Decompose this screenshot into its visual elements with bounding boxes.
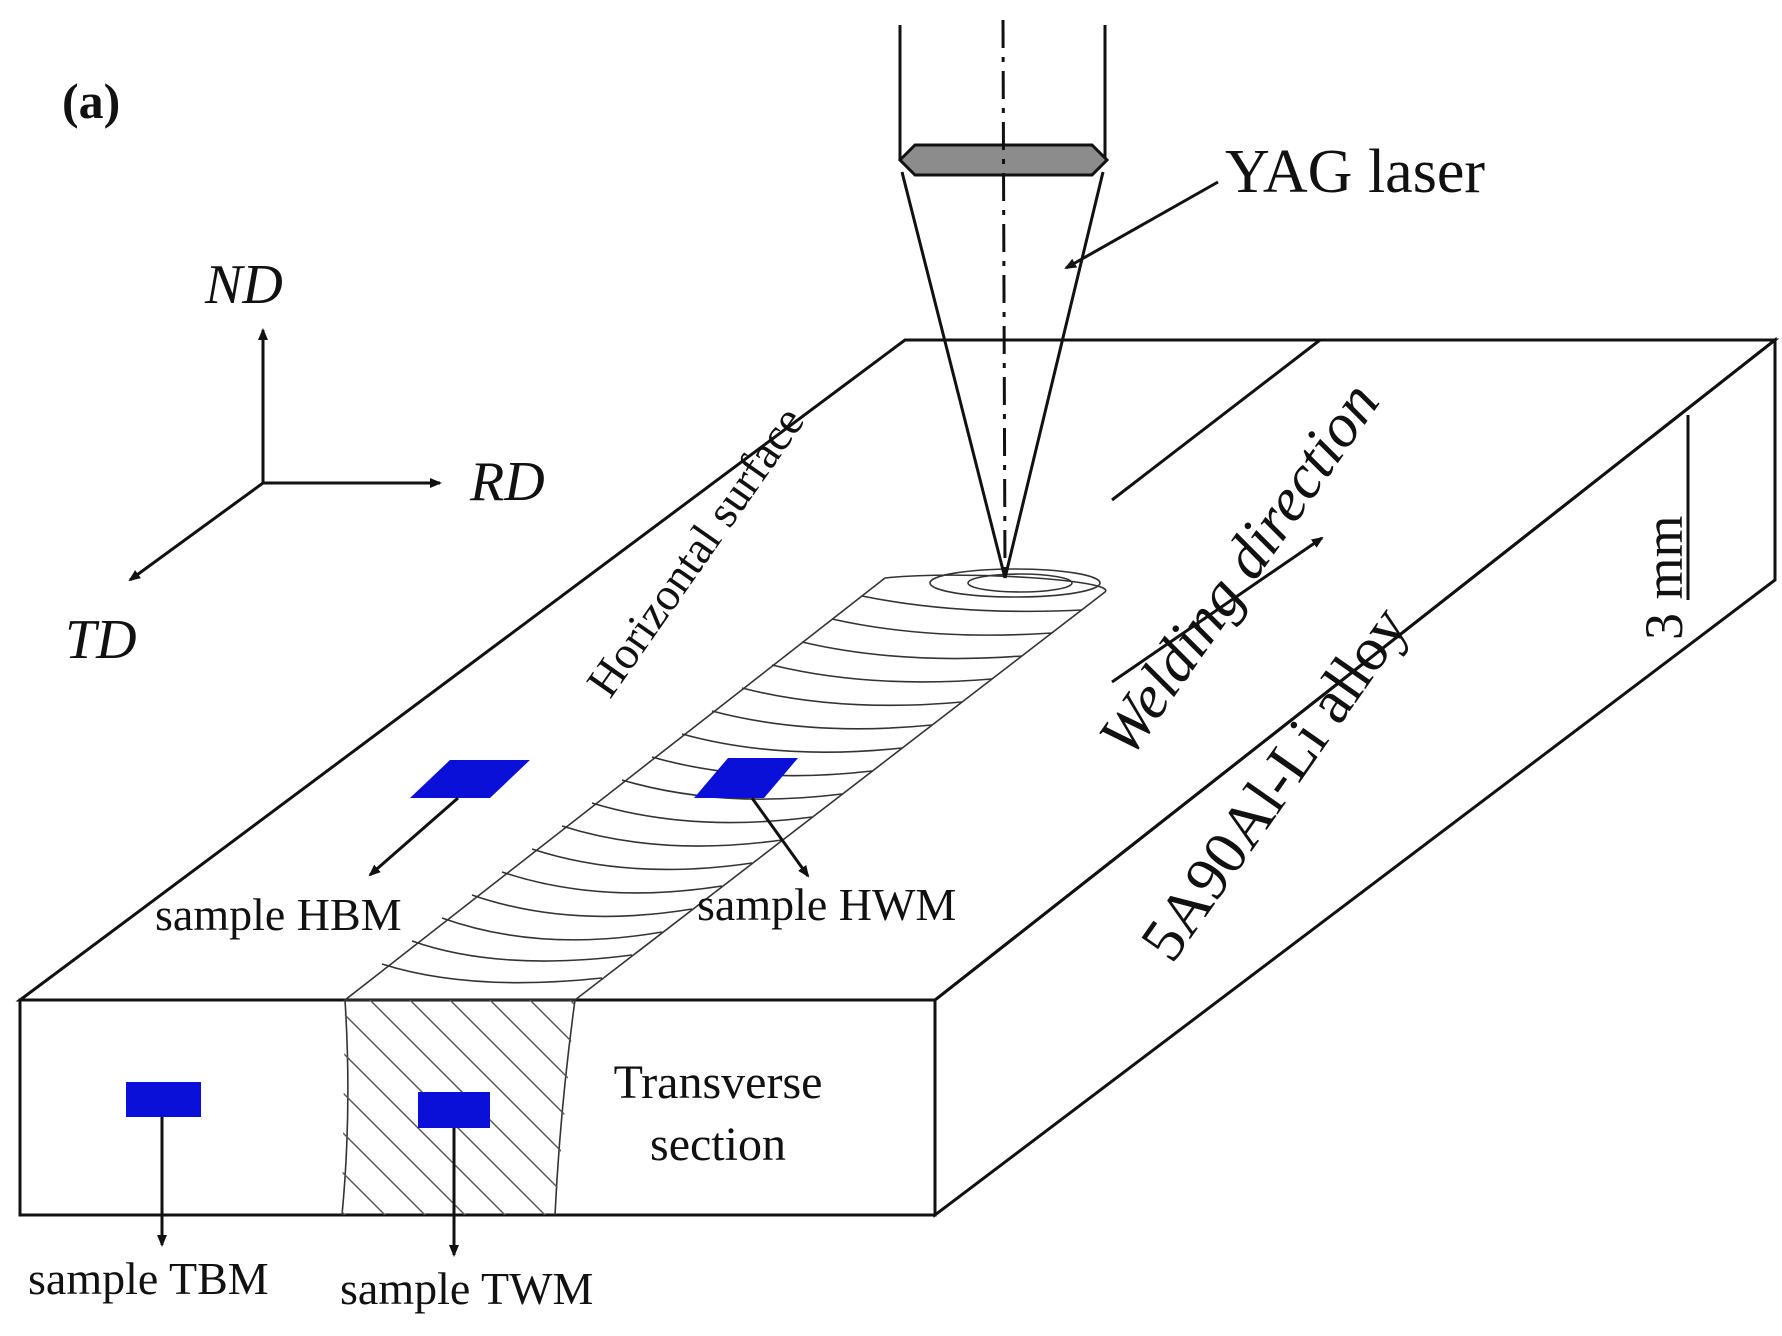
welding-direction-arrow [1111,536,1324,684]
sample-hbm-leader [368,796,459,877]
thickness-dimension: 3 mm [1634,415,1694,640]
yag-laser: YAG laser [897,19,1485,579]
nd-axis-label: ND [204,254,283,316]
coordinate-axes: ND RD TD [65,254,545,671]
td-axis-label: TD [65,609,137,671]
plate-top-dividing-line [1111,338,1321,502]
rd-axis-label: RD [469,451,545,513]
sample-hwm-label: sample HWM [697,879,956,930]
plate-right-face [933,336,1777,1219]
sample-hwm: sample HWM [694,758,956,930]
thickness-label: 3 mm [1634,515,1694,640]
sample-twm: sample TWM [340,1092,593,1314]
sample-twm-label: sample TWM [340,1263,593,1314]
sample-hwm-marker [694,758,798,798]
sample-tbm: sample TBM [28,1082,269,1304]
laser-beam-right [1003,171,1105,579]
horizontal-surface-label: Horizontal surface [576,397,813,706]
weld-pool-inner [967,573,1073,593]
sample-hbm-marker [410,760,530,798]
sample-tbm-marker [126,1082,201,1117]
weld-pool [929,568,1101,598]
sample-hbm: sample HBM [155,760,530,940]
panel-label: (a) [62,73,120,129]
sample-hbm-label: sample HBM [155,889,402,940]
fusion-boundary-left [341,999,349,1216]
sample-tbm-label: sample TBM [28,1253,269,1304]
laser-label: YAG laser [1225,138,1485,206]
transverse-section-label-line2: section [650,1118,786,1171]
transverse-section-label: Transverse section [614,1056,823,1171]
weld-bead-outline [342,574,1107,1001]
alloy-plate [15,336,1780,1219]
fusion-boundary-right [554,999,576,1216]
transverse-section-label-line1: Transverse [614,1056,823,1109]
laser-beam-left [900,171,1007,579]
laser-axis [1001,19,1007,576]
sample-hwm-leader [750,797,810,878]
td-axis-arrow [128,481,264,582]
sample-twm-marker [418,1092,490,1128]
laser-leader-line [1064,180,1219,270]
